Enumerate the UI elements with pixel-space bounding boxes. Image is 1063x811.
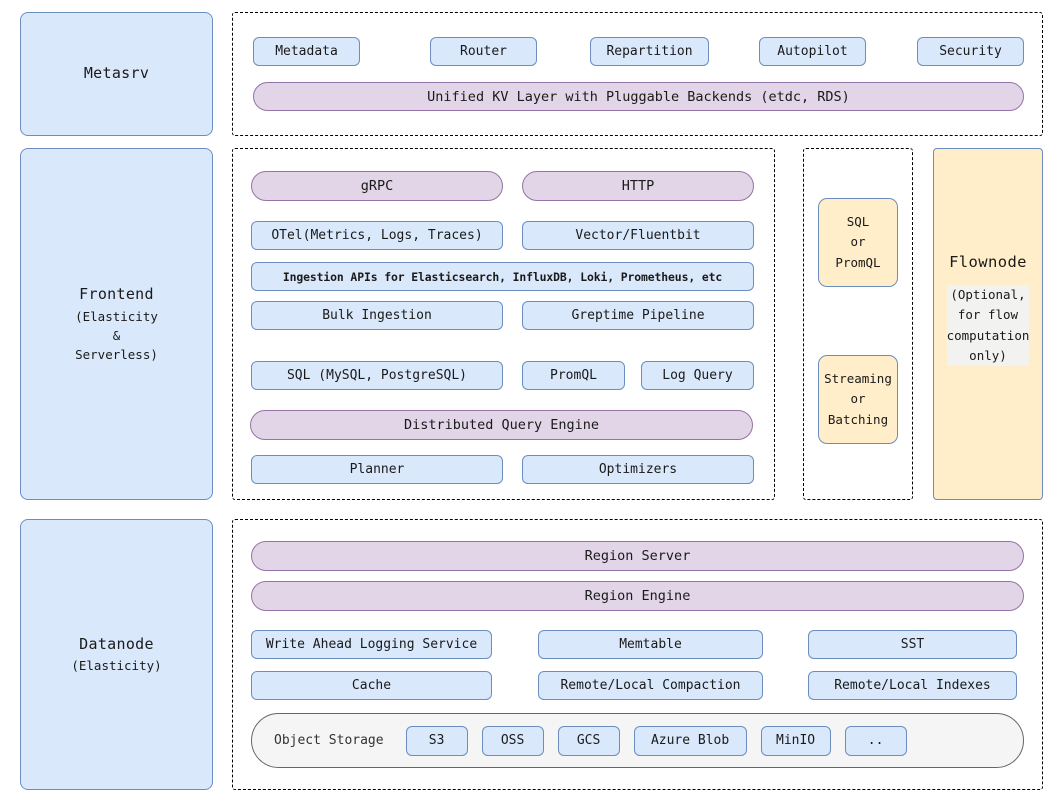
frontend-optimizers[interactable]: Optimizers bbox=[522, 455, 754, 484]
frontend-query-log-query-label: Log Query bbox=[662, 368, 733, 383]
metasrv-component-repartition[interactable]: Repartition bbox=[590, 37, 709, 66]
frontend-sub-line-2: & bbox=[112, 327, 121, 343]
object-storage-backend-s3[interactable]: S3 bbox=[405, 725, 468, 756]
flow-execution-mode-line-2: or bbox=[850, 391, 866, 407]
datanode-indexes[interactable]: Remote/Local Indexes bbox=[808, 671, 1017, 700]
datanode-wal-service[interactable]: Write Ahead Logging Service bbox=[251, 630, 492, 659]
frontend-greptime-pipeline-label: Greptime Pipeline bbox=[571, 308, 705, 323]
flownode-title: Flownode bbox=[949, 253, 1027, 271]
datanode-panel: Region Server Region Engine Write Ahead … bbox=[232, 519, 1043, 790]
metasrv-component-metadata-label: Metadata bbox=[275, 44, 338, 59]
datanode-memtable[interactable]: Memtable bbox=[538, 630, 763, 659]
flow-query-language-line-2: or bbox=[850, 234, 866, 250]
object-storage-shell: Object Storage S3 OSS GCS Azure Blob Min… bbox=[251, 713, 1024, 768]
datanode-wal-service-label: Write Ahead Logging Service bbox=[265, 637, 478, 652]
flownode-sub-line-1: (Optional, bbox=[950, 287, 1026, 302]
metasrv-component-router[interactable]: Router bbox=[430, 37, 537, 66]
object-storage-backend-oss[interactable]: OSS bbox=[481, 725, 544, 756]
frontend-ingestion-apis[interactable]: Ingestion APIs for Elasticsearch, Influx… bbox=[251, 262, 754, 291]
object-storage-backend-minio-label: MinIO bbox=[776, 733, 816, 748]
distributed-query-engine-label: Distributed Query Engine bbox=[403, 417, 600, 433]
frontend-side-card: Frontend (Elasticity & Serverless) bbox=[20, 148, 213, 500]
metasrv-component-security-label: Security bbox=[939, 44, 1002, 59]
frontend-bulk-ingestion-label: Bulk Ingestion bbox=[322, 308, 432, 323]
datanode-label: Datanode bbox=[79, 635, 154, 654]
flow-execution-mode-box[interactable]: Streaming or Batching bbox=[818, 355, 898, 444]
frontend-protocol-http-label: HTTP bbox=[621, 178, 655, 194]
frontend-label: Frontend bbox=[79, 285, 154, 304]
metasrv-label: Metasrv bbox=[83, 64, 150, 83]
object-storage-backend-oss-label: OSS bbox=[500, 733, 525, 748]
object-storage-label: Object Storage bbox=[274, 733, 384, 748]
metasrv-component-metadata[interactable]: Metadata bbox=[253, 37, 360, 66]
region-server-label: Region Server bbox=[584, 548, 691, 564]
flownode-sub-line-4: only) bbox=[969, 347, 1007, 363]
datanode-cache-label: Cache bbox=[351, 678, 392, 693]
region-engine-label: Region Engine bbox=[584, 588, 691, 604]
flownode-sub-line-2: for flow bbox=[957, 307, 1019, 323]
datanode-memtable-label: Memtable bbox=[619, 637, 682, 652]
flow-query-language-line-3: PromQL bbox=[835, 254, 881, 270]
frontend-ingest-otel[interactable]: OTel(Metrics, Logs, Traces) bbox=[251, 221, 503, 250]
frontend-ingestion-apis-label: Ingestion APIs for Elasticsearch, Influx… bbox=[282, 269, 723, 284]
metasrv-component-autopilot[interactable]: Autopilot bbox=[759, 37, 866, 66]
object-storage-backend-more-label: .. bbox=[867, 733, 884, 748]
frontend-ingest-vector-fluentbit[interactable]: Vector/Fluentbit bbox=[522, 221, 754, 250]
flownode-card[interactable]: Flownode (Optional, for flow computation… bbox=[933, 148, 1043, 500]
distributed-query-engine[interactable]: Distributed Query Engine bbox=[250, 410, 753, 440]
frontend-query-log-query[interactable]: Log Query bbox=[641, 361, 754, 390]
frontend-sub-line-1: (Elasticity bbox=[75, 308, 158, 324]
region-server[interactable]: Region Server bbox=[251, 541, 1024, 571]
unified-kv-layer-label: Unified KV Layer with Pluggable Backends… bbox=[427, 88, 850, 105]
datanode-compaction-label: Remote/Local Compaction bbox=[560, 678, 741, 693]
datanode-sst[interactable]: SST bbox=[808, 630, 1017, 659]
frontend-query-sql[interactable]: SQL (MySQL, PostgreSQL) bbox=[251, 361, 503, 390]
frontend-ingest-otel-label: OTel(Metrics, Logs, Traces) bbox=[271, 228, 483, 243]
region-engine[interactable]: Region Engine bbox=[251, 581, 1024, 611]
metasrv-component-autopilot-label: Autopilot bbox=[777, 44, 848, 59]
object-storage-backend-azure-blob-label: Azure Blob bbox=[650, 733, 730, 748]
frontend-optimizers-label: Optimizers bbox=[598, 462, 678, 477]
metasrv-side-card: Metasrv bbox=[20, 12, 213, 136]
flow-execution-mode-line-3: Batching bbox=[827, 411, 889, 427]
flow-query-language-line-1: SQL bbox=[846, 214, 870, 230]
frontend-query-promql[interactable]: PromQL bbox=[522, 361, 625, 390]
object-storage-backend-gcs[interactable]: GCS bbox=[557, 725, 620, 756]
metasrv-panel: Metadata Router Repartition Autopilot Se… bbox=[232, 12, 1043, 136]
datanode-side-card: Datanode (Elasticity) bbox=[20, 519, 213, 790]
datanode-sub: (Elasticity) bbox=[71, 658, 162, 674]
flow-query-language-box[interactable]: SQL or PromQL bbox=[818, 198, 898, 287]
flow-interface-panel: SQL or PromQL Streaming or Batching bbox=[803, 148, 913, 500]
frontend-protocol-http[interactable]: HTTP bbox=[522, 171, 754, 201]
frontend-query-promql-label: PromQL bbox=[550, 368, 597, 383]
frontend-greptime-pipeline[interactable]: Greptime Pipeline bbox=[522, 301, 754, 330]
metasrv-component-security[interactable]: Security bbox=[917, 37, 1024, 66]
datanode-compaction[interactable]: Remote/Local Compaction bbox=[538, 671, 763, 700]
frontend-bulk-ingestion[interactable]: Bulk Ingestion bbox=[251, 301, 503, 330]
object-storage-backend-gcs-label: GCS bbox=[576, 733, 601, 748]
frontend-protocol-grpc-label: gRPC bbox=[360, 178, 394, 194]
frontend-planner-label: Planner bbox=[349, 462, 405, 477]
flownode-sub-line-3: computation bbox=[946, 327, 1030, 343]
metasrv-component-repartition-label: Repartition bbox=[606, 44, 693, 59]
flownode-subtitle: (Optional, for flow computation only) bbox=[946, 285, 1030, 366]
datanode-indexes-label: Remote/Local Indexes bbox=[834, 678, 991, 693]
metasrv-component-router-label: Router bbox=[460, 44, 507, 59]
object-storage-backend-minio[interactable]: MinIO bbox=[760, 725, 831, 756]
object-storage-backend-s3-label: S3 bbox=[428, 733, 445, 748]
frontend-query-sql-label: SQL (MySQL, PostgreSQL) bbox=[286, 368, 467, 383]
datanode-sst-label: SST bbox=[900, 637, 925, 652]
unified-kv-layer[interactable]: Unified KV Layer with Pluggable Backends… bbox=[253, 82, 1024, 111]
frontend-panel: gRPC HTTP OTel(Metrics, Logs, Traces) Ve… bbox=[232, 148, 775, 500]
frontend-planner[interactable]: Planner bbox=[251, 455, 503, 484]
frontend-ingest-vector-fluentbit-label: Vector/Fluentbit bbox=[575, 228, 701, 243]
object-storage-backend-azure-blob[interactable]: Azure Blob bbox=[633, 725, 747, 756]
datanode-cache[interactable]: Cache bbox=[251, 671, 492, 700]
object-storage-backend-more[interactable]: .. bbox=[844, 725, 907, 756]
flow-execution-mode-line-1: Streaming bbox=[824, 371, 892, 387]
frontend-sub-line-3: Serverless) bbox=[75, 347, 158, 363]
frontend-protocol-grpc[interactable]: gRPC bbox=[251, 171, 503, 201]
